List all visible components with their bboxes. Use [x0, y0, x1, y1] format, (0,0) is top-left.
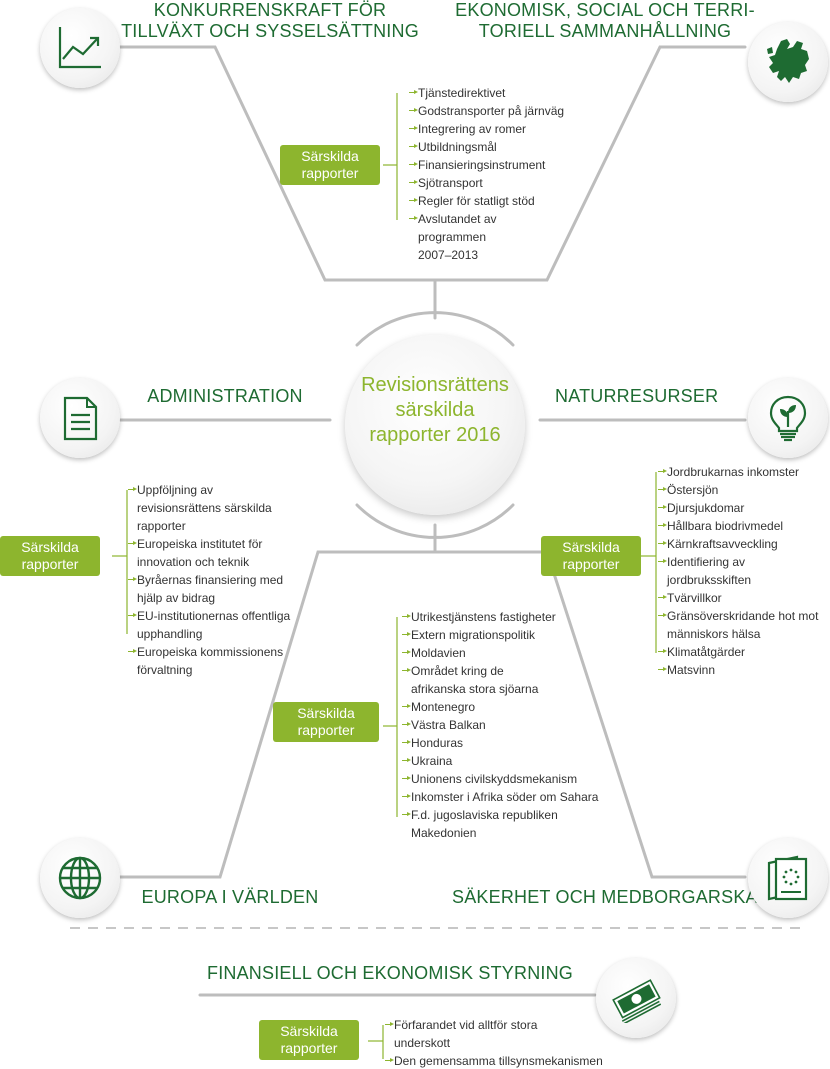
- center-title-line2: särskilda: [395, 399, 475, 421]
- list-item: Klimatåtgärder: [658, 643, 830, 661]
- list-item: Regler för statligt stöd: [409, 192, 598, 210]
- badge-label: Särskilda rapporter: [21, 539, 79, 572]
- center-title: Revisionsrättens särskilda rapporter 201…: [355, 373, 515, 448]
- badge-natural-resources: Särskilda rapporter: [541, 536, 641, 576]
- report-list-administration: Uppföljning av revisionsrättens särskild…: [128, 481, 292, 679]
- list-item: Den gemensamma tillsynsmekanismen: [385, 1052, 624, 1069]
- banknotes-icon: [596, 958, 676, 1038]
- section-title-cohesion: EKONOMISK, SOCIAL OCH TERRI- TORIELL SAM…: [450, 0, 760, 42]
- section-title-security: SÄKERHET OCH MEDBORGARSKAP: [452, 887, 770, 907]
- list-item: Europeiska institutet för innovation och…: [128, 535, 292, 571]
- section-title-financial: FINANSIELL OCH EKONOMISK STYRNING: [207, 963, 573, 983]
- list-item: Montenegro: [402, 698, 626, 716]
- list-item: Västra Balkan: [402, 716, 626, 734]
- badge-cohesion: Särskilda rapporter: [280, 145, 380, 185]
- list-item: Tjänstedirektivet: [409, 84, 598, 102]
- list-item: Uppföljning av revisionsrättens särskild…: [128, 481, 292, 535]
- section-title-global-europe: EUROPA I VÄRLDEN: [141, 887, 319, 907]
- list-item: Utrikestjänstens fastigheter: [402, 608, 626, 626]
- center-title-line1: Revisionsrättens: [361, 374, 509, 396]
- title-line: EKONOMISK, SOCIAL OCH TERRI-: [455, 0, 755, 20]
- list-item: Avslutandet av programmen 2007–2013: [409, 210, 508, 264]
- section-title-competitiveness: KONKURRENSKRAFT FÖR TILLVÄXT OCH SYSSELS…: [115, 0, 425, 42]
- report-list-cohesion: Tjänstedirektivet Godstransporter på jär…: [409, 84, 598, 264]
- list-item: Djursjukdomar: [658, 499, 830, 517]
- list-item: Integrering av romer: [409, 120, 598, 138]
- title-line: KONKURRENSKRAFT FÖR: [153, 0, 387, 20]
- list-item: EU-institutionernas offentliga upphandli…: [128, 609, 291, 641]
- list-item: Moldavien: [402, 644, 626, 662]
- title-line: TORIELL SAMMANHÅLLNING: [478, 21, 732, 41]
- eu-passport-icon: [748, 838, 828, 918]
- badge-global-europe: Särskilda rapporter: [273, 702, 379, 742]
- globe-icon: [40, 838, 120, 918]
- center-title-line3: rapporter 2016: [369, 424, 501, 446]
- list-item: Byråernas finansiering med hjälp av bidr…: [128, 571, 292, 607]
- report-list-natural-resources: Jordbrukarnas inkomster Östersjön Djursj…: [658, 463, 830, 679]
- section-title-administration: ADMINISTRATION: [147, 386, 303, 406]
- lightbulb-plant-icon: [748, 378, 828, 458]
- badge-label: Särskilda rapporter: [562, 539, 620, 572]
- report-list-global-europe: Utrikestjänstens fastigheter Extern migr…: [402, 608, 626, 842]
- list-item: Tvärvillkor: [658, 589, 830, 607]
- document-icon: [40, 378, 120, 458]
- list-item: Identifiering av jordbruksskiften: [658, 553, 777, 589]
- eu-map-icon: [748, 22, 828, 102]
- list-item: Unionens civilskyddsmekanism: [402, 770, 626, 788]
- list-item: Europeiska kommissionens förvaltning: [128, 643, 292, 679]
- list-item: Matsvinn: [658, 661, 830, 679]
- list-item: Extern migrationspolitik: [402, 626, 626, 644]
- list-item: Inkomster i Afrika söder om Sahara: [402, 788, 626, 806]
- report-list-financial: Förfarandet vid alltför stora underskott…: [385, 1016, 624, 1069]
- section-title-natural-resources: NATURRESURSER: [555, 386, 719, 406]
- list-item: F.d. jugoslaviska republiken Makedonien: [402, 806, 626, 842]
- badge-label: Särskilda rapporter: [280, 1023, 338, 1056]
- list-item: Området kring de afrikanska stora sjöarn…: [402, 662, 561, 698]
- list-item: Gränsöverskridande hot mot människors hä…: [658, 607, 830, 643]
- list-item: Utbildningsmål: [409, 138, 598, 156]
- badge-administration: Särskilda rapporter: [0, 536, 100, 576]
- list-item: Jordbrukarnas inkomster: [658, 463, 830, 481]
- list-item: Förfarandet vid alltför stora underskott: [385, 1016, 569, 1052]
- list-item: Honduras: [402, 734, 626, 752]
- badge-label: Särskilda rapporter: [297, 705, 355, 738]
- center-circle: Revisionsrättens särskilda rapporter 201…: [345, 335, 525, 515]
- title-line: TILLVÄXT OCH SYSSELSÄTTNING: [121, 21, 419, 41]
- list-item: Ukraina: [402, 752, 626, 770]
- list-item: Hållbara biodrivmedel: [658, 517, 830, 535]
- list-item: Kärnkraftsavveckling: [658, 535, 830, 553]
- growth-chart-icon: [40, 8, 120, 88]
- badge-financial: Särskilda rapporter: [259, 1020, 359, 1060]
- list-item: Finansieringsinstrument: [409, 156, 598, 174]
- list-item: Östersjön: [658, 481, 830, 499]
- list-item: Sjötransport: [409, 174, 598, 192]
- badge-label: Särskilda rapporter: [301, 148, 359, 181]
- list-item: Godstransporter på järnväg: [409, 102, 598, 120]
